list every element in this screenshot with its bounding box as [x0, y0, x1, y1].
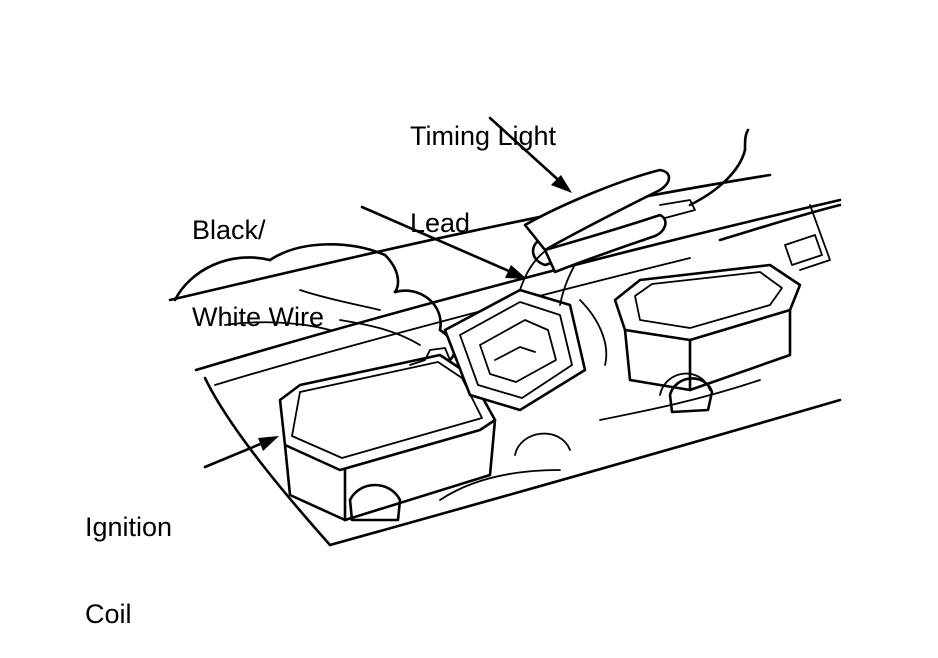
rear-ignition-coil-drawing: [579, 263, 802, 414]
ignition-coil-label-line2: Coil: [85, 599, 132, 629]
timing-light-lead-label-line1: Timing Light: [410, 121, 557, 151]
timing-light-lead-leader: [488, 116, 567, 188]
ignition-coil-label-line1: Ignition: [85, 512, 173, 542]
timing-light-lead-label-line2: Lead: [410, 208, 471, 238]
timing-light-lead-label: Timing Light Lead: [410, 64, 556, 267]
ignition-coil-leader: [203, 438, 272, 469]
timing-light-clamp-drawing: [523, 128, 750, 274]
ignition-coil-arrowhead: [258, 436, 279, 451]
black-white-wire-arrowhead: [505, 265, 527, 279]
ignition-coil-label: Ignition Coil: [85, 455, 172, 658]
timing-light-lead-arrowhead: [551, 175, 572, 193]
callout-arrows: [203, 116, 572, 469]
coil-connector-drawing: [443, 236, 587, 412]
ignition-coil-drawing: [278, 347, 497, 522]
engine-cover: [168, 173, 842, 547]
black-white-wire-label-line2: White Wire: [192, 302, 325, 332]
black-white-wire-label-line1: Black/: [192, 215, 266, 245]
ignition-timing-illustration: [168, 116, 842, 547]
black-white-wire-label: Black/ White Wire: [192, 158, 324, 361]
black-white-wire-leader: [360, 205, 520, 277]
line-drawing: [168, 116, 842, 547]
